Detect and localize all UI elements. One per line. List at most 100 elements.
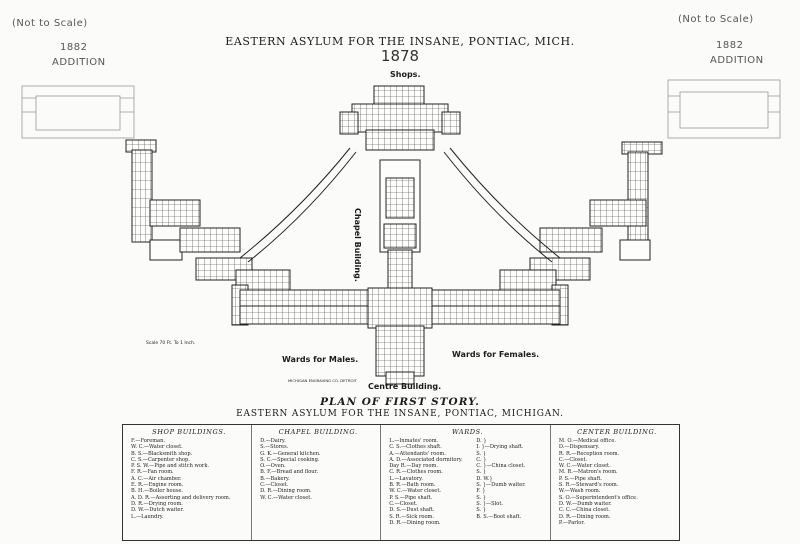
legend-item: I. }—Drying shaft.	[476, 444, 524, 451]
legend-item: A. C.—Air chamber.	[131, 475, 182, 482]
legend-item: B. F.—Bread and flour.	[260, 469, 319, 476]
plan-subtitle: EASTERN ASYLUM FOR THE INSANE, PONTIAC, …	[236, 409, 564, 419]
legend-item: D. R.—Drying room.	[131, 500, 183, 507]
corridor-paths	[239, 147, 561, 263]
legend-item: E. R.—Engine room.	[131, 482, 184, 489]
legend-item: L.—Inmates' room.	[389, 438, 439, 444]
legend-item: P. S.—Pipe shaft.	[389, 494, 433, 501]
legend-item: R. R.—Reception room.	[558, 450, 620, 457]
addition-right-year: 1882	[716, 40, 744, 51]
legend-item: F. }	[476, 488, 486, 495]
legend-item: S. }	[476, 469, 487, 476]
legend-item: C. }—China closet.	[476, 463, 526, 470]
legend-item: D. R.—Dining room.	[260, 488, 312, 495]
label-shops: Shops.	[390, 70, 421, 79]
legend-item: S. }—Slot.	[476, 500, 503, 507]
legend-item: D.—Dispensary.	[558, 444, 600, 451]
legend-item: S. O.—Superintendent's office.	[558, 494, 638, 501]
wing-females	[427, 141, 663, 326]
legend-item: P. S. W.—Pipe and stitch work.	[131, 463, 210, 470]
shops-building	[339, 85, 461, 151]
legend-item: A.—Attendants' room.	[389, 450, 446, 457]
legend-item: G. K.—General kitchen.	[260, 450, 321, 457]
label-wards-females: Wards for Females.	[452, 350, 540, 359]
legend-item: D. W.—Dumb waiter.	[558, 500, 612, 507]
legend-item: D.—Dairy.	[260, 438, 286, 444]
legend-wards-list: L.—Inmates' room.C. S.—Clothes shaft.A.—…	[389, 438, 476, 526]
legend-center-list: M. O.—Medical office.D.—Dispensary.R. R.…	[559, 438, 675, 526]
legend-item: D. R.—Dining room.	[558, 513, 611, 520]
legend-shop-list: F.—Foreman.W. C.—Water closet.B. S.—Blac…	[131, 438, 247, 520]
legend-item: C.—Closet.	[558, 456, 588, 463]
addition-left-year: 1882	[60, 42, 88, 53]
year-annotation: 1878	[380, 47, 420, 65]
legend-wards-list-2: D. }I. }—Drying shaft.S. }C. }C. }—China…	[476, 438, 546, 526]
legend-item: S. R.—Sick room.	[389, 513, 434, 520]
legend-chapel-heading: CHAPEL BUILDING.	[278, 428, 358, 436]
legend-item: L.—Lavatory.	[389, 475, 423, 482]
legend-item: S. C.—Special cooking.	[260, 456, 320, 463]
legend-item: D. W.}	[476, 475, 493, 482]
legend-item: C. S.—Clothes shaft.	[389, 444, 442, 451]
legend-item: A. D.—Associated dormitory.	[389, 456, 463, 463]
legend-item: B.—Bakery.	[260, 475, 290, 482]
legend-item: D. R.—Dining room.	[389, 519, 441, 526]
legend-chapel-column: CHAPEL BUILDING. D.—Dairy.S.—Stores.G. K…	[252, 425, 382, 540]
scale-note: Scale 70 Ft. To 1 Inch.	[146, 341, 196, 346]
legend-item: A. D. R.—Assorting and delivery room.	[131, 494, 231, 501]
not-to-scale-left: (Not to Scale)	[12, 18, 88, 29]
legend-item: D. W.—Dutch waiter.	[131, 507, 184, 514]
engraver-note: MICHIGAN ENGRAVING CO. DETROIT	[288, 378, 357, 383]
legend-item: W. C.—Water closet.	[389, 488, 441, 495]
legend-item: F.—Foreman.	[131, 438, 165, 444]
legend-item: B. R.—Bath room.	[389, 482, 436, 489]
legend-item: B. S.—Blacksmith shop.	[131, 450, 193, 457]
legend-item: S. }—Dumb waiter.	[476, 482, 526, 489]
legend-item: C.—Closet.	[389, 500, 418, 507]
legend-center-heading: CENTER BUILDING.	[577, 428, 657, 436]
legend-item: M. R.—Matron's room.	[558, 469, 618, 476]
legend-item: C. C.—China closet.	[558, 507, 610, 514]
legend-item: L.—Laundry.	[131, 513, 164, 520]
legend-item: D. }	[476, 438, 487, 444]
legend-item: S.—Stores.	[260, 444, 289, 451]
legend-center-column: CENTER BUILDING. M. O.—Medical office.D.…	[551, 425, 679, 540]
legend-item: S. }	[476, 494, 487, 501]
label-chapel: Chapel Building.	[353, 208, 362, 282]
legend-item: C. }	[476, 456, 487, 463]
legend-item: S. }	[476, 450, 487, 457]
wing-males	[125, 139, 373, 326]
addition-left-outline	[21, 85, 135, 139]
legend-item: B. S.—Boot shaft.	[476, 513, 522, 520]
legend-chapel-list: D.—Dairy.S.—Stores.G. K.—General kitchen…	[260, 438, 376, 501]
legend-item: M. O.—Medical office.	[558, 438, 617, 444]
legend-item: C. R.—Clothes room.	[389, 469, 443, 476]
legend-wards-heading: WARDS.	[451, 428, 484, 436]
label-centre: Centre Building.	[368, 382, 442, 391]
not-to-scale-right: (Not to Scale)	[678, 14, 754, 25]
legend-item: F. R.—Fan room.	[131, 469, 174, 476]
legend-item: P.—Parlor.	[558, 519, 585, 526]
legend-item: W. C.—Water closet.	[131, 444, 183, 451]
legend-item: W. C.—Water closet.	[558, 463, 611, 470]
legend-wards-column: WARDS. L.—Inmates' room.C. S.—Clothes sh…	[381, 425, 551, 540]
label-wards-males: Wards for Males.	[282, 355, 359, 364]
legend-item: P. S.—Pipe shaft.	[558, 475, 602, 482]
centre-building	[367, 287, 433, 385]
legend-item: C. S.—Carpenter shop.	[131, 456, 190, 463]
legend-item: C.—Closet.	[260, 482, 289, 489]
page-title: EASTERN ASYLUM FOR THE INSANE, PONTIAC, …	[225, 35, 575, 48]
legend-item: Day R.—Day room.	[389, 463, 438, 470]
legend-item: W. C.—Water closet.	[260, 494, 312, 501]
legend-item: S. R.—Steward's room.	[558, 482, 619, 489]
chapel-building	[379, 159, 421, 291]
legend-shop-heading: SHOP BUILDINGS.	[152, 428, 226, 436]
legend-table: SHOP BUILDINGS. F.—Foreman.W. C.—Water c…	[122, 424, 680, 541]
addition-left-label: ADDITION	[52, 57, 106, 68]
legend-item: O.—Oven.	[260, 463, 286, 470]
legend-item: B. H.—Boiler house.	[131, 488, 184, 495]
plan-title: PLAN OF FIRST STORY.	[320, 396, 480, 408]
legend-item: S. }	[476, 507, 487, 514]
legend-shop-column: SHOP BUILDINGS. F.—Foreman.W. C.—Water c…	[123, 425, 253, 540]
